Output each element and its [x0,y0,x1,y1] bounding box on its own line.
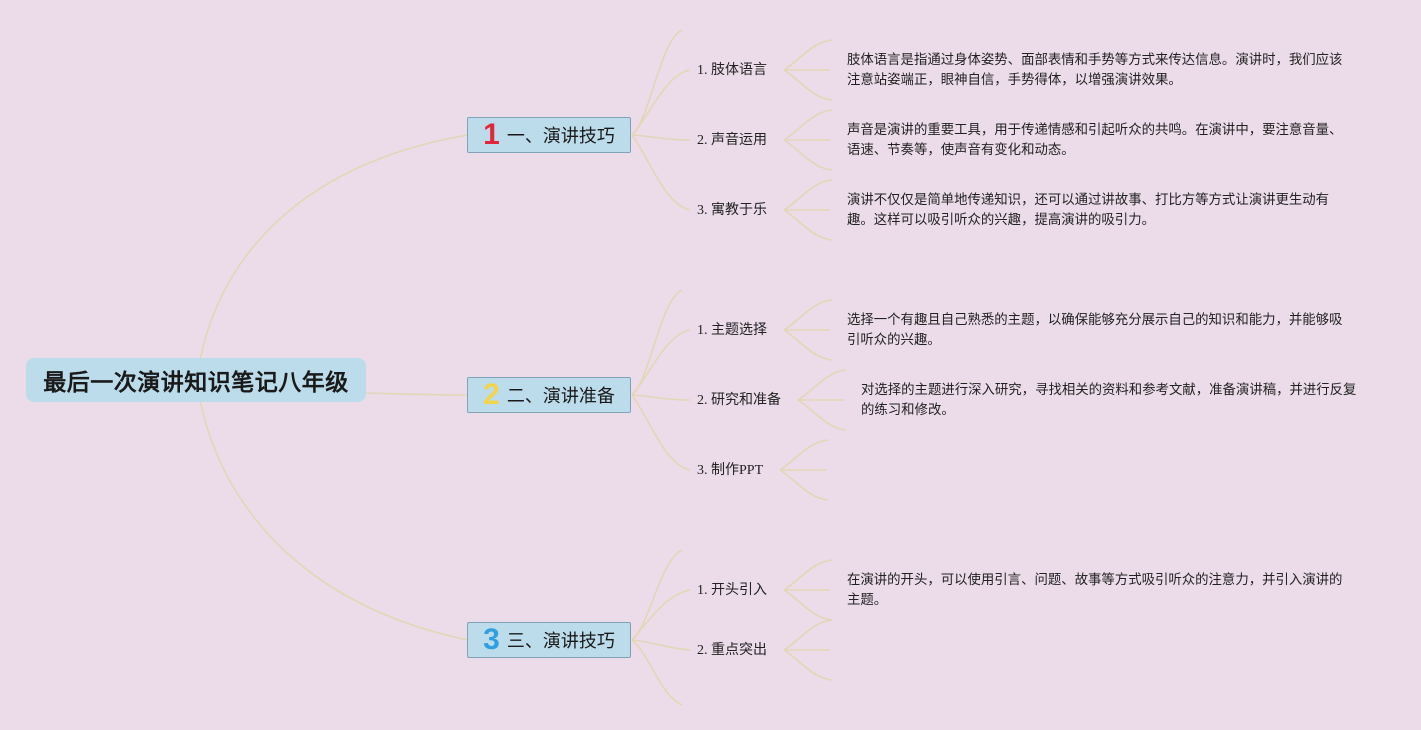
connector-topic2-sub3 [631,394,691,471]
number-2-icon: 2 [483,378,500,411]
note-edutainment: 演讲不仅仅是简单地传递知识，还可以通过讲故事、打比方等方式让演讲更生动有趣。这样… [847,193,1330,228]
note-research-prep: 对选择的主题进行深入研究，寻找相关的资料和参考文献，准备演讲稿，并进行反复的练习… [861,383,1357,418]
note-limb-language: 肢体语言是指通过身体姿势、面部表情和手势等方式来传达信息。演讲时，我们应该注意站… [847,53,1343,88]
connector-topic2-top [631,289,683,396]
subtopic-opening-intro[interactable]: 1. 开头引入 [697,583,767,598]
subtopic-theme-choice[interactable]: 1. 主题选择 [697,323,767,338]
number-1-icon: 1 [483,118,500,151]
note-opening-intro: 在演讲的开头，可以使用引言、问题、故事等方式吸引听众的注意力，并引入演讲的主题。 [847,573,1343,608]
root-node[interactable]: 最后一次演讲知识笔记八年级 [26,358,366,402]
connector-root-topic3 [199,399,469,641]
number-3-icon: 3 [483,623,500,656]
connector-topic1-top [631,29,683,136]
subtopic-key-emphasis[interactable]: 2. 重点突出 [697,643,767,658]
note-theme-choice: 选择一个有趣且自己熟悉的主题，以确保能够充分展示自己的知识和能力，并能够吸引听众… [847,313,1343,348]
subtopic-research-prep[interactable]: 2. 研究和准备 [697,393,781,408]
topic-title: 二、演讲准备 [506,386,615,407]
connector-topic2-sub2 [631,394,691,401]
connector-topic1-sub3 [631,134,691,211]
connector-root-topic1 [199,134,469,361]
subtopic-edutainment[interactable]: 3. 寓教于乐 [697,203,767,218]
connector-topic3-sub1 [631,589,691,641]
topic-node-2[interactable]: 2 二、演讲准备 [467,377,631,413]
connector-topic3-bottom [631,639,683,706]
connector-topic1-sub1 [631,69,691,136]
connector-topic3-sub2 [631,639,691,651]
subtopic-voice-use[interactable]: 2. 声音运用 [697,133,767,148]
note-voice-use: 声音是演讲的重要工具，用于传递情感和引起听众的共鸣。在演讲中，要注意音量、语速、… [847,123,1343,158]
connector-root-topic2 [365,392,469,396]
subtopic-limb-language[interactable]: 1. 肢体语言 [697,63,767,78]
topic-title: 一、演讲技巧 [506,126,615,147]
connector-topic1-sub2 [631,134,691,141]
topic-node-3[interactable]: 3 三、演讲技巧 [467,622,631,658]
subtopic-make-ppt[interactable]: 3. 制作PPT [697,463,764,478]
topic-title: 三、演讲技巧 [506,631,615,652]
root-title: 最后一次演讲知识笔记八年级 [43,370,349,396]
topic-node-1[interactable]: 1 一、演讲技巧 [467,117,631,153]
connector-topic3-top [631,549,683,641]
connector-topic2-sub1 [631,329,691,396]
